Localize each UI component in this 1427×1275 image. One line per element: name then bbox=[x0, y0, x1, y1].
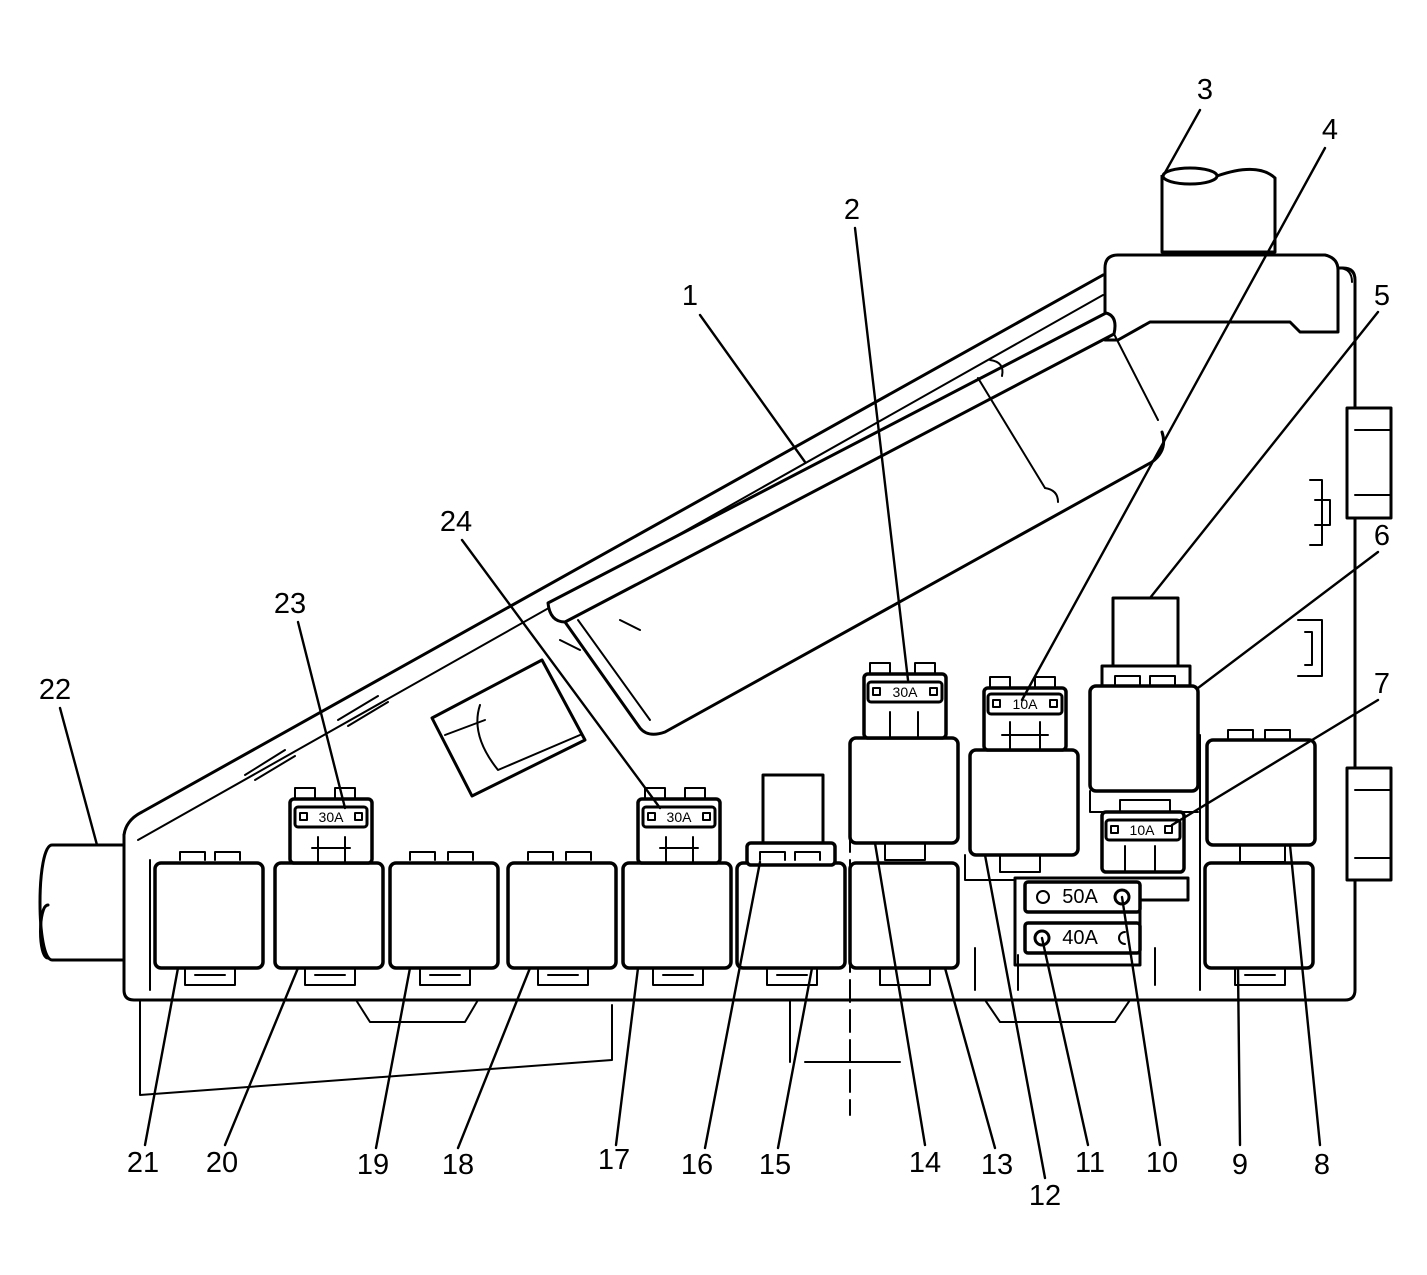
callout-1: 1 bbox=[682, 280, 698, 312]
relay-21 bbox=[153, 851, 265, 986]
callout-17: 17 bbox=[598, 1144, 630, 1176]
mini-fuses: 30A 30A 30A bbox=[288, 662, 1186, 874]
fuse-4: 10A bbox=[982, 676, 1068, 752]
relay-12 bbox=[964, 748, 1080, 881]
fuse-23: 30A bbox=[288, 787, 374, 865]
callout-numbers: 1 2 3 4 5 6 7 8 9 10 11 12 13 14 15 16 1… bbox=[39, 74, 1390, 1212]
callout-6: 6 bbox=[1374, 520, 1390, 552]
relay-8 bbox=[1199, 729, 1317, 991]
fuse-4-rating: 10A bbox=[1013, 696, 1039, 712]
callout-12: 12 bbox=[1029, 1180, 1061, 1212]
callout-24: 24 bbox=[440, 506, 472, 538]
callout-14: 14 bbox=[909, 1147, 941, 1179]
relay-14 bbox=[848, 736, 960, 861]
callout-5: 5 bbox=[1374, 280, 1390, 312]
cable-connector-22 bbox=[38, 843, 126, 962]
fuse-24-rating: 30A bbox=[667, 809, 693, 825]
fuse-7: 10A bbox=[1100, 810, 1186, 874]
relay-15 bbox=[735, 861, 847, 986]
callout-8: 8 bbox=[1314, 1149, 1330, 1181]
relay-19 bbox=[388, 851, 500, 986]
leader-lines bbox=[58, 108, 1380, 1180]
right-side-clips bbox=[1297, 406, 1393, 882]
fuse-11-rating: 40A bbox=[1062, 927, 1098, 949]
fuse-2-rating: 30A bbox=[893, 684, 919, 700]
callout-22: 22 bbox=[39, 674, 71, 706]
callout-10: 10 bbox=[1146, 1147, 1178, 1179]
callout-3: 3 bbox=[1197, 74, 1213, 106]
fuse-2: 30A bbox=[862, 662, 948, 740]
callout-16: 16 bbox=[681, 1149, 713, 1181]
top-cable-3 bbox=[1103, 166, 1353, 342]
fuse-23-rating: 30A bbox=[319, 809, 345, 825]
fuse-24: 30A bbox=[636, 787, 722, 865]
callout-20: 20 bbox=[206, 1147, 238, 1179]
callout-9: 9 bbox=[1232, 1149, 1248, 1181]
relay-6 bbox=[1088, 596, 1200, 813]
wall-clips bbox=[244, 695, 389, 781]
jumper-16 bbox=[745, 773, 837, 867]
maxi-fuses: 50A 40A bbox=[974, 876, 1190, 991]
relay-20 bbox=[273, 861, 385, 986]
upper-relays bbox=[848, 596, 1317, 991]
relay-row bbox=[153, 851, 1315, 986]
callout-19: 19 bbox=[357, 1149, 389, 1181]
callout-4: 4 bbox=[1322, 114, 1338, 146]
callout-7: 7 bbox=[1374, 668, 1390, 700]
relay-13 bbox=[848, 861, 960, 986]
callout-23: 23 bbox=[274, 588, 306, 620]
callout-13: 13 bbox=[981, 1149, 1013, 1181]
relay-18 bbox=[506, 851, 618, 986]
fuse-10-rating: 50A bbox=[1062, 886, 1098, 908]
callout-2: 2 bbox=[844, 194, 860, 226]
fuse-7-rating: 10A bbox=[1130, 822, 1156, 838]
relay-17 bbox=[621, 861, 733, 986]
relay-9 bbox=[1203, 861, 1315, 986]
callout-18: 18 bbox=[442, 1149, 474, 1181]
callout-11: 11 bbox=[1075, 1147, 1105, 1179]
callout-15: 15 bbox=[759, 1149, 791, 1181]
callout-21: 21 bbox=[127, 1147, 159, 1179]
